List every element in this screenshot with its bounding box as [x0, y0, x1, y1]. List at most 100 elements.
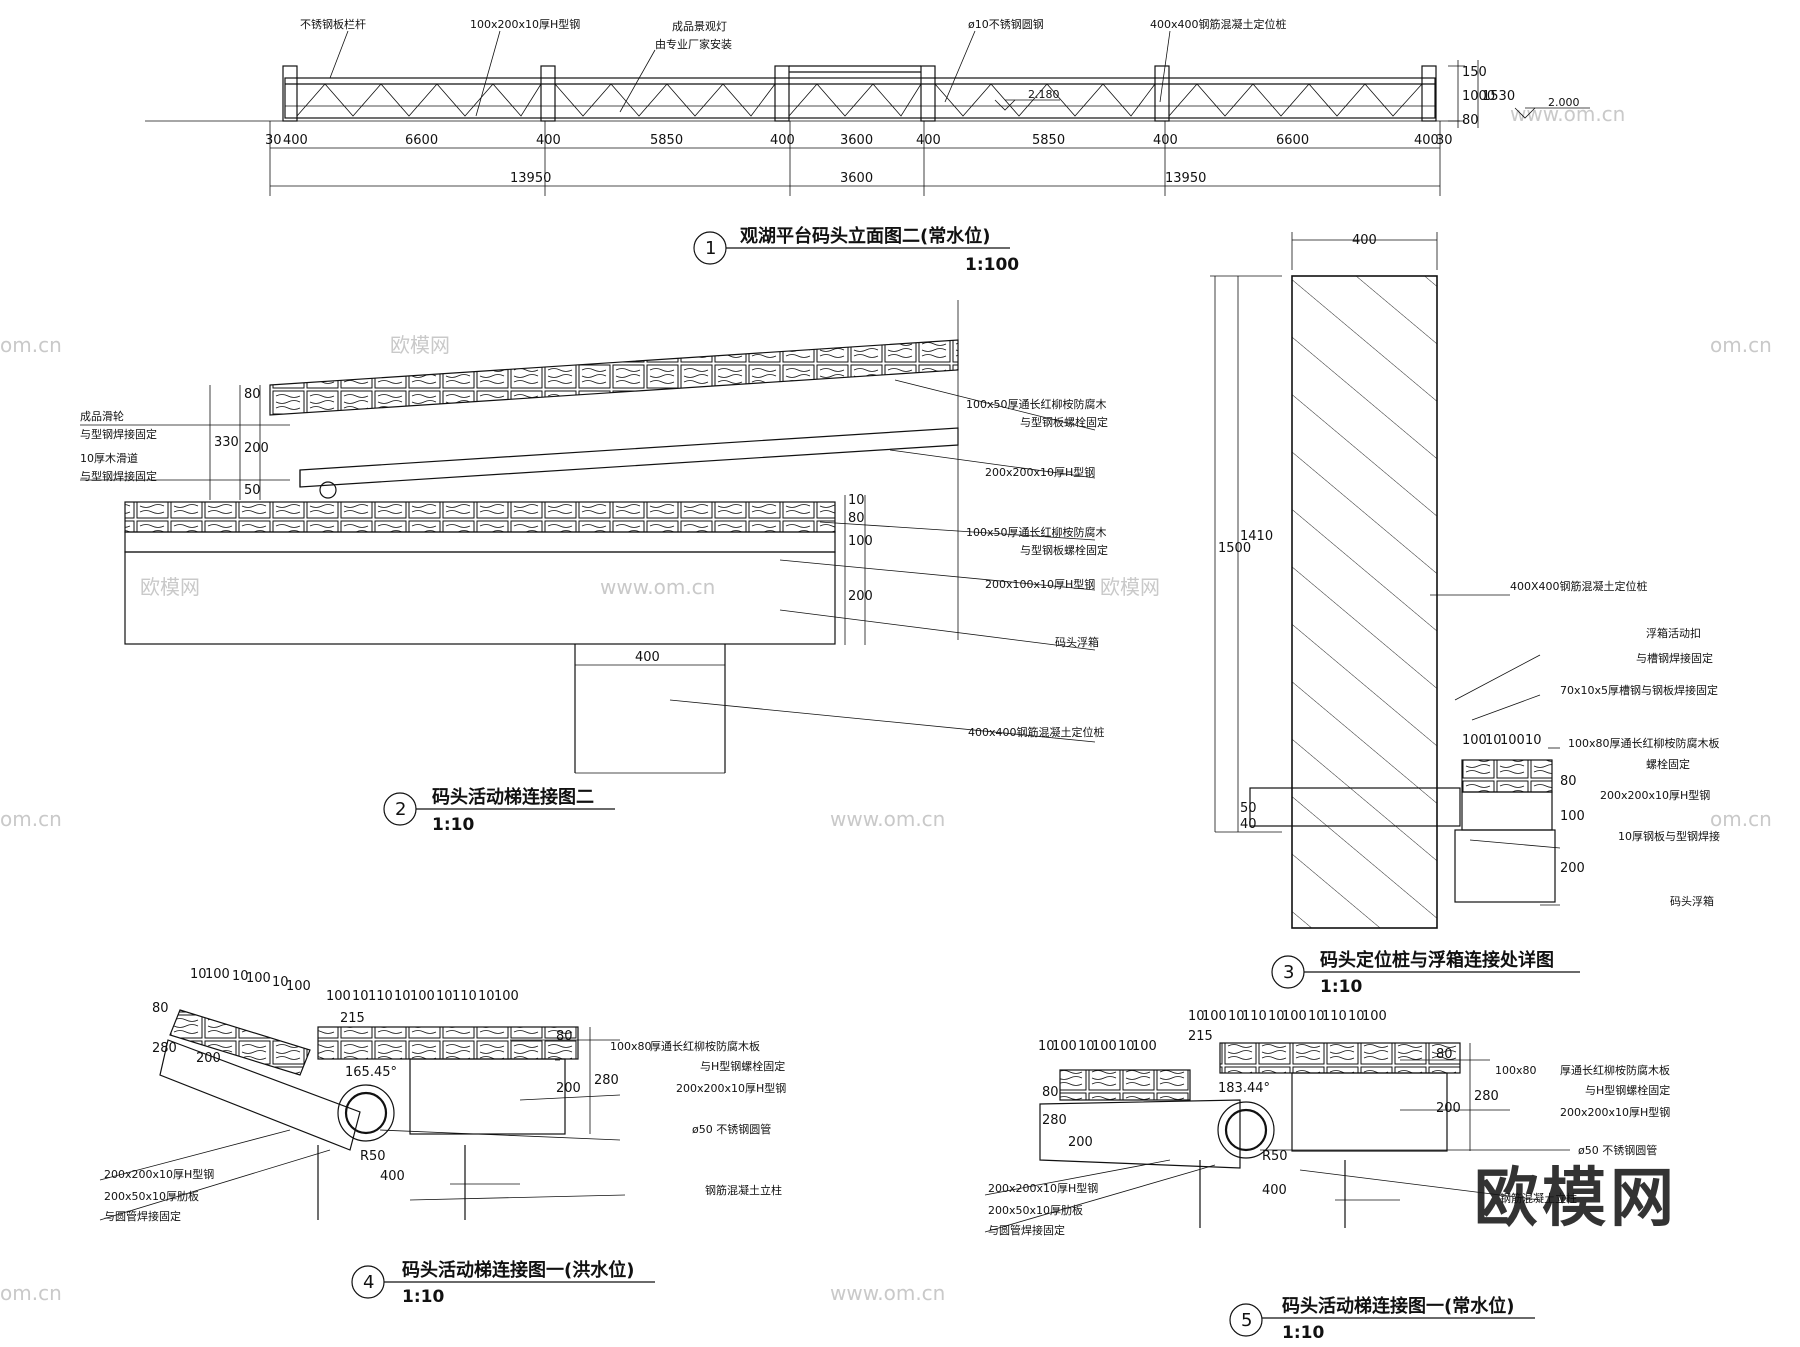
fig1-label: 成品景观灯 — [672, 20, 727, 33]
fig4-label: ø50 不锈钢圆管 — [692, 1122, 771, 1136]
svg-text:280: 280 — [152, 1041, 177, 1056]
fig2-label: 与型钢焊接固定 — [80, 469, 157, 483]
svg-text:215: 215 — [1188, 1029, 1213, 1044]
fig3-label: 浮箱活动扣 — [1646, 626, 1701, 640]
fig1-label: 由专业厂家安装 — [655, 37, 732, 51]
svg-text:6600: 6600 — [405, 133, 438, 148]
watermark-site: om.cn — [1710, 807, 1772, 831]
svg-text:400: 400 — [283, 133, 308, 148]
fig3-scale: 1:10 — [1320, 977, 1362, 997]
fig3-label: 100x80厚通长红柳桉防腐木板 — [1568, 736, 1720, 750]
svg-text:110: 110 — [1242, 1009, 1267, 1024]
svg-text:10: 10 — [436, 989, 453, 1004]
svg-text:330: 330 — [214, 435, 239, 450]
fig3-label: 螺栓固定 — [1646, 757, 1690, 771]
svg-text:5850: 5850 — [1032, 133, 1065, 148]
svg-text:110: 110 — [1322, 1009, 1347, 1024]
svg-text:100: 100 — [326, 989, 351, 1004]
fig5-label: 100x80 — [1495, 1064, 1537, 1077]
fig4-dims-top-left: 10 100 10 100 10 100 — [190, 967, 311, 994]
fig3-dims: 400 1410 1500 50 40 100 10 100 10 80 100… — [1218, 233, 1585, 876]
watermark-site: om.cn — [0, 333, 62, 357]
fig5-label: 200x200x10厚H型钢 — [1560, 1105, 1670, 1119]
svg-text:1000: 1000 — [1462, 89, 1495, 104]
svg-text:100: 100 — [1202, 1009, 1227, 1024]
fig4-dims-misc: 215 165.45° 80 280 200 80 200 280 R50 40… — [152, 1001, 619, 1184]
svg-text:100: 100 — [286, 979, 311, 994]
fig5-label: 200x200x10厚H型钢 — [988, 1181, 1098, 1195]
svg-text:400: 400 — [1153, 133, 1178, 148]
svg-text:10: 10 — [1268, 1009, 1285, 1024]
svg-text:10: 10 — [1348, 1009, 1365, 1024]
fig2-label: 码头浮箱 — [1055, 635, 1099, 649]
svg-text:200: 200 — [1436, 1101, 1461, 1116]
svg-text:5850: 5850 — [650, 133, 683, 148]
svg-text:10: 10 — [1308, 1009, 1325, 1024]
svg-text:80: 80 — [1560, 774, 1577, 789]
svg-text:10: 10 — [1038, 1039, 1055, 1054]
svg-text:400: 400 — [916, 133, 941, 148]
svg-text:80: 80 — [1462, 113, 1479, 128]
fig1-label: 不锈钢板栏杆 — [300, 17, 366, 31]
fig4-number: 4 — [363, 1272, 374, 1293]
fig1-dims-row2: 13950 3600 13950 — [510, 171, 1206, 186]
fig5-number: 5 — [1241, 1310, 1252, 1331]
svg-text:10: 10 — [1228, 1009, 1245, 1024]
fig1-scale: 1:100 — [965, 255, 1019, 275]
svg-text:200: 200 — [1560, 861, 1585, 876]
fig4-label: 厚通长红柳桉防腐木板 — [650, 1039, 760, 1053]
svg-text:80: 80 — [244, 387, 261, 402]
svg-text:50: 50 — [1240, 801, 1257, 816]
svg-text:400: 400 — [1352, 233, 1377, 248]
fig1-label: 100x200x10厚H型钢 — [470, 17, 580, 31]
fig2-label: 200x100x10厚H型钢 — [985, 577, 1095, 591]
svg-text:10: 10 — [190, 967, 207, 982]
svg-text:50: 50 — [244, 483, 261, 498]
fig3-label: 与槽钢焊接固定 — [1636, 651, 1713, 665]
fig2-dims: 80 330 200 50 10 80 100 200 400 — [214, 387, 873, 665]
svg-text:10: 10 — [1525, 733, 1542, 748]
svg-text:100: 100 — [1462, 733, 1487, 748]
svg-text:100: 100 — [410, 989, 435, 1004]
watermark-site: om.cn — [1710, 333, 1772, 357]
fig5-label: 钢筋混凝土立柱 — [1500, 1191, 1577, 1205]
figure-3-pile-detail: 400X400钢筋混凝土定位桩 浮箱活动扣 与槽钢焊接固定 70x10x5厚槽钢… — [1210, 232, 1720, 997]
svg-text:10: 10 — [272, 975, 289, 990]
fig5-label: 与圆管焊接固定 — [988, 1223, 1065, 1237]
fig5-label: 与H型钢螺栓固定 — [1585, 1083, 1670, 1097]
svg-text:3600: 3600 — [840, 133, 873, 148]
fig4-title: 码头活动梯连接图一(洪水位) — [402, 1259, 634, 1281]
fig5-title: 码头活动梯连接图一(常水位) — [1282, 1295, 1514, 1317]
svg-text:280: 280 — [1474, 1089, 1499, 1104]
fig2-label: 100x50厚通长红柳桉防腐木 — [966, 397, 1107, 411]
fig1-dims-row1: 30 400 6600 400 5850 400 3600 400 5850 4… — [265, 133, 1453, 148]
fig2-title: 码头活动梯连接图二 — [432, 786, 594, 808]
watermark-brand-small: 欧模网 — [1100, 575, 1160, 599]
watermark-brand-small: 欧模网 — [390, 333, 450, 357]
svg-text:10: 10 — [1118, 1039, 1135, 1054]
svg-text:80: 80 — [152, 1001, 169, 1016]
fig2-label: 成品滑轮 — [80, 409, 124, 423]
figure-5-normal-level: 100x80 厚通长红柳桉防腐木板 与H型钢螺栓固定 200x200x10厚H型… — [984, 1009, 1670, 1343]
svg-text:40: 40 — [1240, 817, 1257, 832]
fig5-label: ø50 不锈钢圆管 — [1578, 1143, 1657, 1157]
svg-text:100: 100 — [1500, 733, 1525, 748]
svg-text:30: 30 — [265, 133, 282, 148]
svg-text:110: 110 — [452, 989, 477, 1004]
svg-text:200: 200 — [848, 589, 873, 604]
fig4-label: 与圆管焊接固定 — [104, 1209, 181, 1223]
svg-text:215: 215 — [340, 1011, 365, 1026]
watermark-site: www.om.cn — [600, 575, 715, 599]
svg-text:400: 400 — [635, 650, 660, 665]
svg-text:80: 80 — [848, 511, 865, 526]
svg-text:200: 200 — [1068, 1135, 1093, 1150]
fig1-level: 2.000 — [1548, 96, 1580, 109]
fig1-label: 400x400钢筋混凝土定位桩 — [1150, 17, 1287, 31]
fig2-label: 10厚木滑道 — [80, 451, 138, 465]
watermark-site: om.cn — [0, 807, 62, 831]
fig4-dims-top-right: 100 10 110 10 100 10 110 10 100 — [326, 989, 519, 1004]
fig2-label: 与型钢板螺栓固定 — [1020, 543, 1108, 557]
fig5-scale: 1:10 — [1282, 1323, 1324, 1343]
svg-text:200: 200 — [196, 1051, 221, 1066]
